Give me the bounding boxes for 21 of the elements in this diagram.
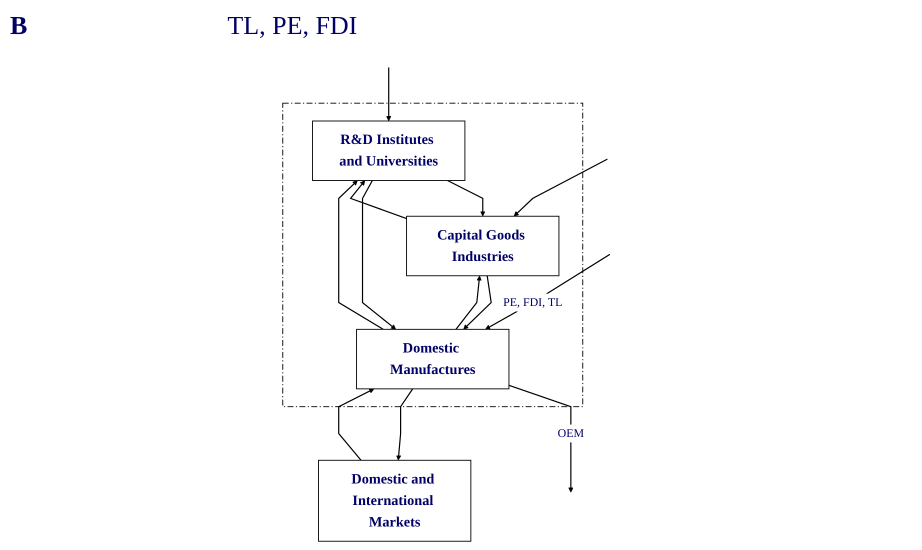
arrow: [396, 388, 413, 461]
node-box: Domestic and International Markets: [318, 460, 471, 542]
edge-label: OEM: [557, 426, 584, 440]
panel-label: B: [10, 11, 28, 41]
arrow: [349, 180, 406, 220]
arrow: [386, 67, 391, 122]
node-box: Capital Goods Industries: [406, 216, 560, 276]
arrow: [513, 158, 608, 216]
arrow: [484, 254, 610, 330]
node-box: R&D Institutes and Universities: [312, 120, 466, 181]
arrow: [446, 180, 486, 216]
node-box: Domestic Manufactures: [356, 328, 510, 390]
arrow: [508, 384, 574, 493]
cluster: [282, 102, 583, 408]
arrow: [338, 388, 374, 461]
arrow: [362, 180, 396, 330]
edge-label: PE, FDI, TL: [502, 296, 562, 310]
arrow: [462, 276, 492, 330]
arrow: [338, 180, 384, 330]
flow-label: TL, PE, FDI: [227, 11, 358, 41]
arrow: [455, 276, 482, 330]
